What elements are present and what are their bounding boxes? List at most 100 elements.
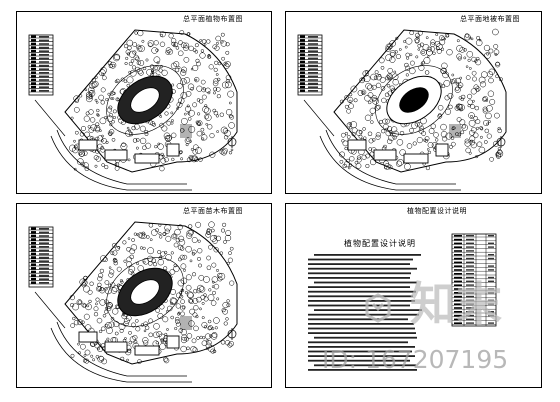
tree-symbol [170,315,174,320]
tree-symbol [132,42,138,47]
tree-symbol [76,299,83,306]
tree-symbol [475,59,482,66]
tree-symbol [214,45,220,51]
tree-symbol [151,258,156,263]
legend-symbol [31,71,36,74]
tree-symbol [430,39,436,45]
tree-symbol [113,54,120,62]
tree-symbol [127,158,131,162]
tree-symbol [209,133,215,139]
tree-symbol [210,235,217,242]
tree-symbol [72,146,79,154]
tree-symbol [213,247,219,253]
tree-symbol [466,51,474,58]
tree-symbol [142,246,146,250]
tree-symbol [459,119,466,126]
tree-symbol [129,254,134,260]
table-cell-text [488,311,494,313]
legend-symbol [31,57,36,60]
tree-symbol [70,353,75,358]
legend-text-line [308,54,318,56]
table-cell-text [454,311,462,313]
tree-symbol [160,157,167,164]
tree-symbol [435,33,439,36]
tree-symbol [213,67,218,72]
tree-symbol [204,104,208,108]
tree-symbol [344,104,349,109]
tree-symbol [173,61,180,68]
tree-symbol [112,250,118,256]
tree-symbol [99,268,105,274]
tree-symbol [213,87,218,92]
tree-symbol [482,106,488,112]
tree-symbol [488,48,494,54]
tree-symbol [131,238,135,242]
road-edge [34,291,66,329]
tree-symbol [180,263,187,270]
tree-symbol [227,90,235,98]
tree-symbol [190,67,194,71]
tree-symbol [215,41,219,45]
tree-symbol [163,356,168,362]
tree-symbol [180,42,187,49]
tree-symbol [207,55,212,59]
legend-symbol [31,35,36,38]
legend-text-line [39,274,49,277]
tree-symbol [347,96,354,103]
notes-text-line [308,277,410,279]
tree-symbol [194,78,198,82]
tree-symbol [105,322,112,329]
tree-symbol [357,90,364,96]
tree-symbol [197,112,201,116]
tree-symbol [189,308,195,315]
building-block [166,143,180,157]
tree-symbol [187,117,192,121]
legend-symbol [300,64,305,67]
tree-symbol [228,151,233,155]
plant-legend-table [28,34,54,96]
tree-symbol [106,107,112,113]
tree-symbol [132,50,137,55]
tree-symbol [108,266,112,269]
tree-symbol [183,56,190,63]
tree-symbol [101,358,108,365]
tree-symbol [114,331,119,336]
tree-symbol [225,109,233,116]
table-cell-text [466,280,474,282]
legend-text-line [39,249,49,252]
tree-symbol [192,102,198,108]
tree-symbol [348,92,353,97]
tree-symbol [475,155,479,159]
notes-text-line [314,364,416,367]
tree-symbol [425,36,429,40]
sheet-groundcover-plan: 总平面地被布置图 [285,11,542,194]
tree-symbol [77,319,83,326]
tree-symbol [420,49,427,56]
legend-text-line [308,46,318,49]
tree-symbol [475,119,481,125]
tree-symbol [202,106,209,113]
tree-symbol [458,104,465,111]
tree-symbol [225,74,232,81]
tree-symbol [84,131,90,138]
tree-symbol [164,111,169,116]
tree-symbol [95,101,99,104]
table-cell-text [466,295,474,298]
tree-symbol [464,140,471,147]
table-cell-text [454,273,462,275]
notes-text-line [308,341,408,344]
legend-text-line [39,75,49,78]
tree-symbol [369,158,377,166]
tree-symbol [210,333,218,340]
plaza-core [130,279,160,305]
tree-symbol [88,109,94,115]
tree-symbol [141,231,146,236]
notes-text-line [308,286,410,288]
legend-text-line [308,50,318,52]
tree-symbol [229,114,235,120]
tree-symbol [409,53,413,57]
table-cell-text [466,288,474,290]
table-cell-text [466,303,474,305]
tree-symbol [126,52,130,56]
tree-symbol [200,127,205,132]
